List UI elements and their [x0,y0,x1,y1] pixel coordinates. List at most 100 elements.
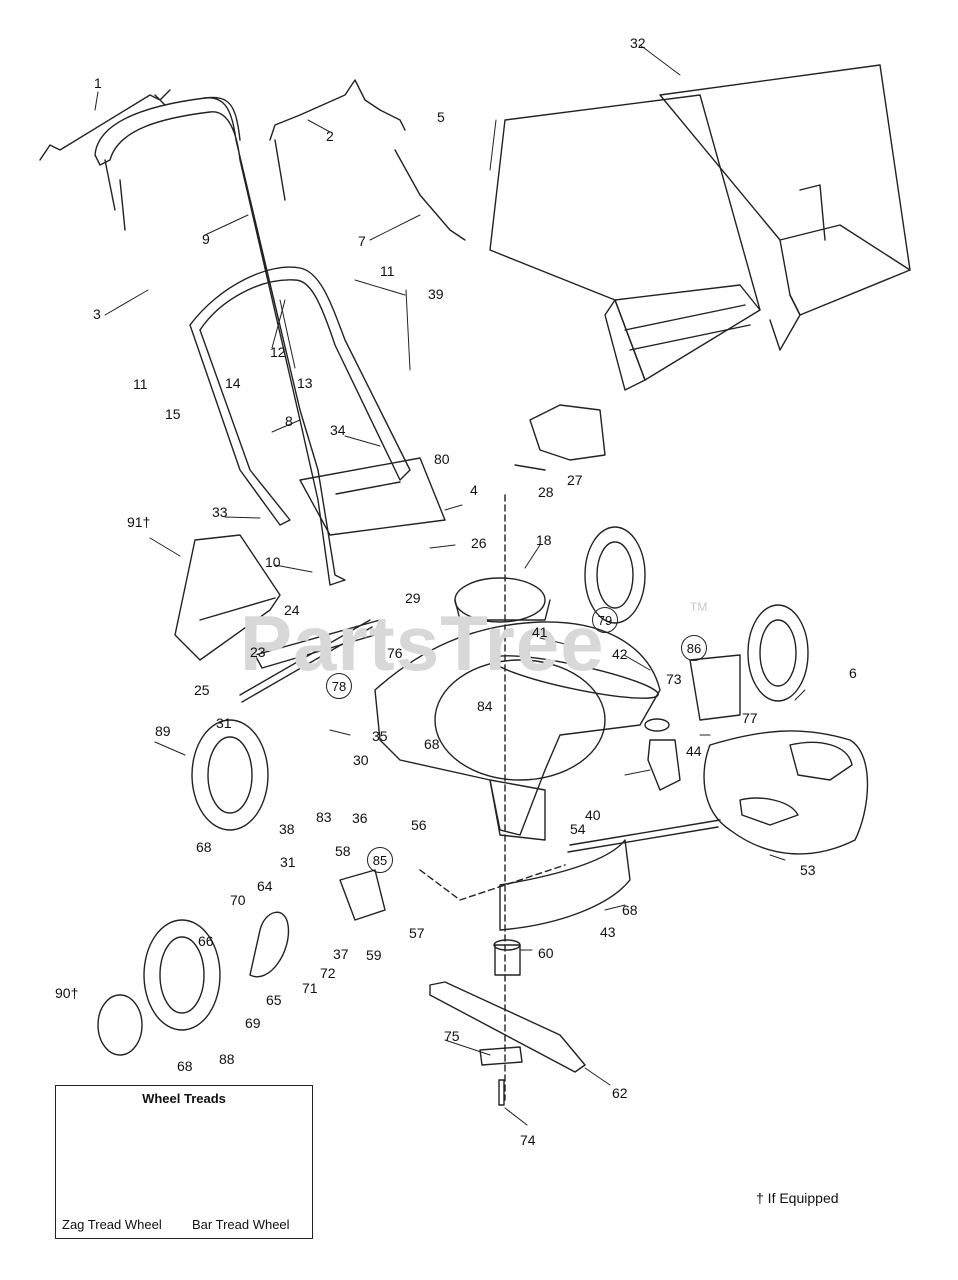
callout-72: 72 [320,965,336,981]
leader-lines [94,44,806,1126]
callout-31: 31 [280,854,296,870]
wheel-treads-inset: Wheel Treads Zag Tread Wheel Bar Tread W… [55,1085,313,1239]
callout-4: 4 [470,482,478,498]
bag-frame [659,64,911,351]
callout-24: 24 [284,602,300,618]
watermark: PartsTree [240,599,605,687]
callout-13: 13 [297,375,313,391]
callout-1: 1 [94,75,102,91]
side-discharge-chute [174,534,281,661]
callout-2: 2 [326,128,334,144]
callout-27: 27 [567,472,583,488]
callout-89: 89 [155,723,171,739]
callout-68: 68 [177,1058,193,1074]
callout-56: 56 [411,817,427,833]
callout-76: 76 [387,645,403,661]
callout-10: 10 [265,554,281,570]
callout-75: 75 [444,1028,460,1044]
callout-35: 35 [372,728,388,744]
baffle [499,839,631,931]
callout-31: 31 [216,715,232,731]
lower-handle [189,266,446,536]
callout-36: 36 [352,810,368,826]
rear-flap [703,730,869,855]
mower-deck [374,577,661,841]
callout-28: 28 [538,484,554,500]
callout-68: 68 [424,736,440,752]
callout-70: 70 [230,892,246,908]
height-adjuster [249,869,386,978]
callout-6: 6 [849,665,857,681]
blade-adapter [479,1046,523,1066]
callout-34: 34 [330,422,346,438]
callout-32: 32 [630,35,646,51]
callout-44: 44 [686,743,702,759]
grass-bag [489,94,761,391]
callout-83: 83 [316,809,332,825]
callout-33: 33 [212,504,228,520]
callout-66: 66 [198,933,214,949]
if-equipped-footnote: † If Equipped [756,1190,839,1206]
callout-74: 74 [520,1132,536,1148]
blade-bolt [498,1079,505,1106]
callout-88: 88 [219,1051,235,1067]
wheels [143,526,809,1031]
callout-37: 37 [333,946,349,962]
mulch-door [514,404,606,471]
callout-25: 25 [194,682,210,698]
callout-39: 39 [428,286,444,302]
callout-7: 7 [358,233,366,249]
drive-bail [269,79,406,201]
callout-43: 43 [600,924,616,940]
callout-12: 12 [270,344,286,360]
callout-60: 60 [538,945,554,961]
callout-86: 86 [681,635,707,661]
front-axle [239,619,373,703]
callout-41: 41 [532,624,548,640]
pulleys [493,718,681,976]
callout-79: 79 [592,607,618,633]
callout-73: 73 [666,671,682,687]
wheel-treads-title: Wheel Treads [142,1091,226,1106]
callout-85: 85 [367,847,393,873]
callout-71: 71 [302,980,318,996]
callout-3: 3 [93,306,101,322]
callout-77: 77 [742,710,758,726]
callout-11: 11 [133,376,148,392]
watermark-tm: TM [690,600,708,614]
callout-90: 90† [55,985,79,1001]
callout-5: 5 [437,109,445,125]
callout-69: 69 [245,1015,261,1031]
callout-64: 64 [257,878,273,894]
callout-68: 68 [622,902,638,918]
callout-91: 91† [127,514,151,530]
callout-80: 80 [434,451,450,467]
belt [491,655,659,699]
callout-62: 62 [612,1085,628,1101]
callout-42: 42 [612,646,628,662]
callout-30: 30 [353,752,369,768]
callout-40: 40 [585,807,601,823]
rear-bracket [689,654,741,721]
callout-11: 11 [380,263,395,279]
callout-58: 58 [335,843,351,859]
bar-tread-caption: Bar Tread Wheel [192,1217,290,1232]
axle-support [254,619,386,669]
callout-53: 53 [800,862,816,878]
drive-shaft [567,819,721,853]
callout-54: 54 [570,821,586,837]
callout-65: 65 [266,992,282,1008]
callout-78: 78 [326,673,352,699]
cable [394,149,466,241]
callout-84: 84 [477,698,493,714]
callout-29: 29 [405,590,421,606]
zag-tread-caption: Zag Tread Wheel [62,1217,162,1232]
blade [429,981,586,1073]
callout-59: 59 [366,947,382,963]
callout-18: 18 [536,532,552,548]
callout-57: 57 [409,925,425,941]
callout-38: 38 [279,821,295,837]
callout-14: 14 [225,375,241,391]
upper-handle [94,96,346,586]
